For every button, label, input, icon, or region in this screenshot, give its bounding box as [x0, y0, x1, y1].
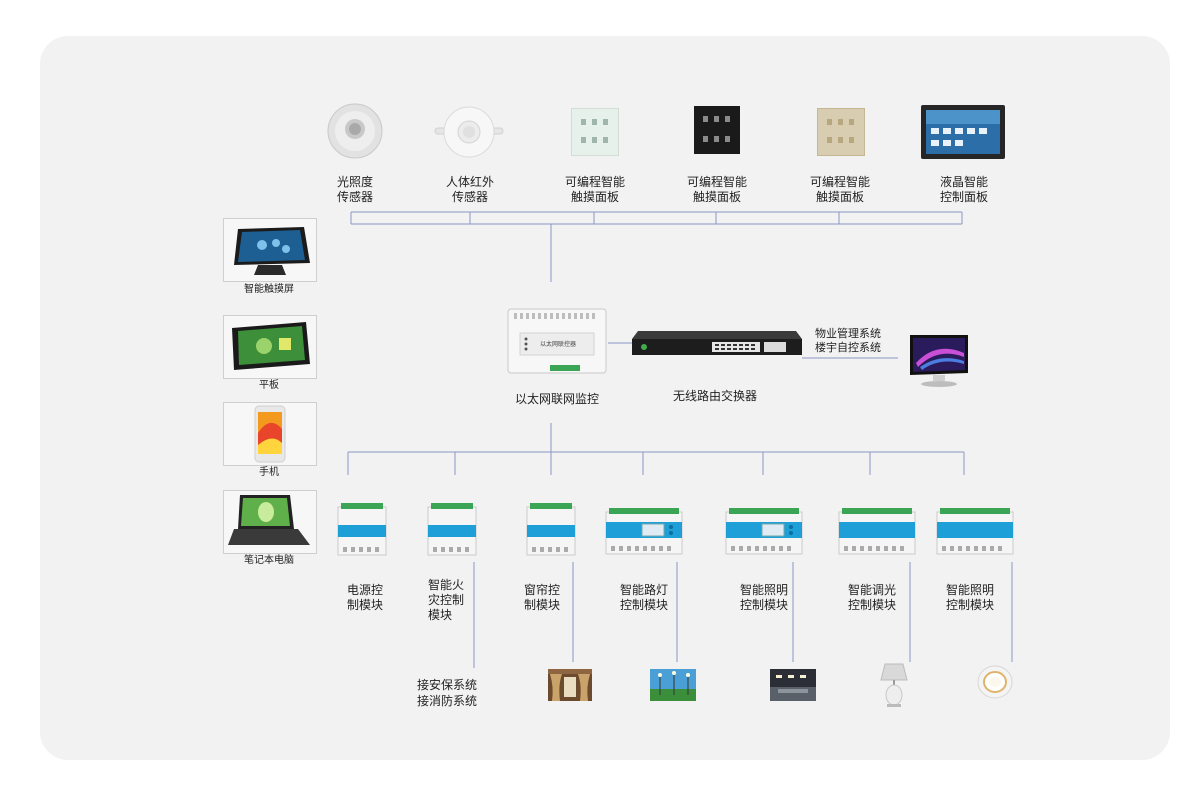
controller-face-text: 以太网联控器 — [540, 341, 577, 348]
smart-touchscreen-frame — [223, 218, 317, 282]
bms-monitor-image — [906, 333, 972, 389]
streetlight-module-image — [605, 508, 683, 556]
dimming-module-label: 智能调光 控制模块 — [847, 583, 896, 612]
lighting-module-1-label: 智能照明 控制模块 — [739, 583, 788, 612]
lcd-panel-image — [921, 105, 1005, 159]
lighting-module-2-image — [936, 508, 1014, 556]
light-sensor-image — [327, 103, 383, 159]
dimming-module-image — [838, 508, 916, 556]
power-module-label: 电源控 制模块 — [346, 583, 383, 612]
fire-module-image — [427, 503, 477, 557]
pir-sensor-image — [433, 104, 505, 160]
bms-label: 物业管理系统 楼宇自控系统 — [815, 327, 881, 354]
curtain-module-image — [526, 503, 576, 557]
touch-panel-gold-image — [817, 108, 865, 156]
ethernet-controller-label: 以太网联网监控 — [514, 392, 599, 406]
security-system-label: 接安保系统 接消防系统 — [417, 678, 478, 708]
curtain-module-label: 窗帘控 制模块 — [523, 583, 560, 612]
downlight-image — [976, 664, 1014, 700]
phone-label: 手机 — [259, 467, 279, 478]
tablet-frame — [223, 315, 317, 379]
touch-panel-gold-label: 可编程智能 触摸面板 — [809, 175, 870, 204]
phone-frame — [223, 402, 317, 466]
pir-sensor-label: 人体红外 传感器 — [445, 175, 494, 204]
touch-panel-black-label: 可编程智能 触摸面板 — [686, 175, 747, 204]
wireless-router-image — [632, 331, 802, 357]
touch-panel-black-image — [694, 106, 740, 154]
lighting-module-1-image — [725, 508, 803, 556]
touch-panel-white-image — [571, 108, 619, 156]
smart-touchscreen-label: 智能触摸屏 — [244, 284, 294, 295]
laptop-label: 笔记本电脑 — [244, 555, 294, 566]
curtain-image — [548, 669, 592, 701]
tablet-label: 平板 — [259, 380, 279, 391]
laptop-frame — [223, 490, 317, 554]
indoor-lighting-image — [770, 669, 816, 701]
lcd-panel-label: 液晶智能 控制面板 — [939, 175, 988, 204]
fire-module-label: 智能火 灾控制 模块 — [428, 578, 465, 622]
streetlight-module-label: 智能路灯 控制模块 — [619, 583, 668, 612]
lighting-module-2-label: 智能照明 控制模块 — [945, 583, 994, 612]
table-lamp-image — [879, 662, 909, 708]
power-module-image — [337, 503, 387, 557]
ethernet-controller-image: 以太网联控器 — [506, 303, 608, 379]
touch-panel-white-label: 可编程智能 触摸面板 — [564, 175, 625, 204]
light-sensor-label: 光照度 传感器 — [336, 175, 373, 204]
wireless-router-label: 无线路由交换器 — [672, 389, 757, 403]
streetlight-image — [650, 669, 696, 701]
